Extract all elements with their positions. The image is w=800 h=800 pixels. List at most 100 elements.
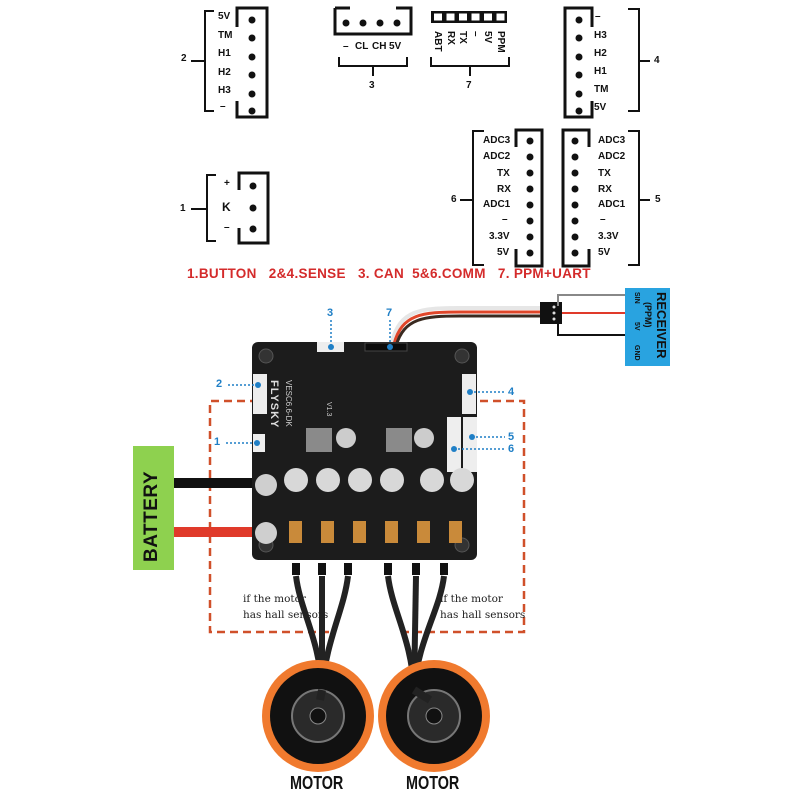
receiver-module: RECEIVER (PPM) SIN 5V GND: [625, 288, 670, 366]
pin-label: CH: [372, 41, 387, 52]
connector-4-housing: [563, 6, 594, 119]
callout-5: 5: [508, 431, 515, 443]
capacitor-row: [255, 468, 474, 544]
pcb-connector-5: [463, 417, 477, 472]
receiver-pin-gnd: GND: [633, 345, 640, 361]
pin-label: 3.3V: [598, 231, 619, 242]
pin-label: +: [224, 178, 230, 189]
connector-5-bracket: [628, 130, 640, 266]
callout-6: 6: [508, 443, 515, 455]
pcb-brand: FLYSKY: [268, 380, 280, 429]
pin-label: 5V: [594, 102, 607, 113]
pin-label: –: [470, 31, 481, 37]
callout-lines: [226, 320, 505, 450]
hall-note-left: if the motor has hall sensors: [243, 591, 328, 623]
pin-label: CL: [355, 41, 369, 52]
pin-label: –: [595, 11, 601, 22]
connector-5-number: 5: [655, 194, 661, 205]
callout-4: 4: [508, 386, 515, 398]
pin-label: H3: [594, 30, 607, 41]
pin-label: ADC1: [598, 199, 626, 210]
motor-label-left: MOTOR: [290, 773, 344, 793]
pin-label: 3.3V: [489, 231, 510, 242]
battery-label: BATTERY: [141, 470, 162, 562]
pin-label: H3: [218, 85, 231, 96]
connector-1-number: 1: [180, 203, 186, 214]
pcb-connector-6: [447, 417, 461, 472]
pcb-board: [252, 342, 477, 560]
wiring-diagram: [174, 294, 625, 772]
hall-note-line: has hall sensors: [243, 609, 329, 621]
battery-block: BATTERY: [133, 446, 174, 570]
pin-label: –: [220, 101, 226, 112]
pin-label: ADC3: [598, 135, 626, 146]
connector-7-number: 7: [466, 80, 472, 91]
pin-label: PPM: [495, 31, 506, 53]
pcb-connector-2: [253, 374, 267, 414]
pin-label: ADC2: [598, 151, 626, 162]
hall-note-right: if the motor has hall sensors: [440, 591, 525, 623]
battery-negative-wire: [174, 478, 264, 488]
connector-7-housing: [431, 11, 507, 23]
callout-3: 3: [327, 307, 334, 319]
power-stage-dashed-outline-right: [405, 399, 526, 634]
receiver-wire-sin: [557, 294, 625, 306]
hall-note-line: if the motor: [440, 593, 503, 605]
callout-2: 2: [216, 378, 223, 390]
pin-label: H1: [594, 66, 607, 77]
connector-4-leader: [640, 60, 650, 62]
receiver-pin-5v: 5V: [633, 322, 640, 331]
receiver-wire-gnd: [557, 320, 625, 336]
connector-7-bracket: [430, 57, 510, 67]
pin-label: 5V: [598, 247, 611, 258]
battery-positive-wire: [174, 527, 264, 537]
pcb-connector-7: [364, 342, 408, 352]
pin-label: ADC3: [483, 135, 511, 146]
pin-label: H2: [594, 48, 607, 59]
pin-label: ABT: [432, 31, 443, 52]
hall-note-line: has hall sensors: [440, 609, 526, 621]
servo-plug: [540, 302, 562, 324]
connector-4-bracket: [628, 8, 640, 112]
connector-1-bracket: [206, 174, 216, 242]
pcb-version: V1.3: [325, 402, 332, 417]
connector-legend: 1.BUTTON 2&4.SENSE 3. CAN 5&6.COMM 7. PP…: [187, 266, 591, 281]
pin-label: ADC2: [483, 151, 511, 162]
callout-7: 7: [386, 307, 393, 319]
receiver-subtitle: (PPM): [643, 302, 653, 328]
callout-dots: [254, 344, 475, 452]
pin-label: –: [224, 222, 230, 233]
receiver-pin-sin: SIN: [633, 292, 640, 304]
pin-label: TX: [457, 31, 468, 44]
pin-label: RX: [497, 184, 511, 195]
motor-left: [262, 660, 374, 772]
connector-4-number: 4: [654, 55, 660, 66]
pin-label: –: [502, 214, 508, 225]
motor-label-right: MOTOR: [406, 773, 460, 793]
pin-label: 5V: [497, 247, 510, 258]
connector-1-leader: [191, 208, 206, 210]
connector-5-housing: [561, 128, 591, 268]
motor-right: [378, 660, 490, 772]
pcb-model: VESC6.6-DK: [284, 380, 293, 427]
connector-7-leader: [469, 67, 471, 76]
receiver-title: RECEIVER: [654, 292, 669, 359]
pin-label: RX: [598, 184, 612, 195]
pin-label: –: [600, 214, 606, 225]
pin-label: TX: [497, 168, 510, 179]
connector-7-pin-labels: ABT RX TX – 5V PPM: [431, 27, 511, 55]
pin-label: 5V: [218, 11, 231, 22]
connector-3-number: 3: [369, 80, 375, 91]
pin-label: H1: [218, 48, 231, 59]
connector-3-leader: [372, 67, 374, 76]
pin-label: TM: [218, 30, 233, 41]
pin-label: 5V: [482, 31, 493, 44]
pin-label: TM: [594, 84, 609, 95]
connector-2-housing: [235, 6, 269, 119]
connector-6-number: 6: [451, 194, 457, 205]
pin-label: RX: [445, 31, 456, 45]
receiver-cable-red: [392, 310, 545, 345]
pin-label: H2: [218, 67, 231, 78]
connector-3-bracket: [338, 57, 408, 67]
connector-6-bracket: [472, 130, 484, 266]
